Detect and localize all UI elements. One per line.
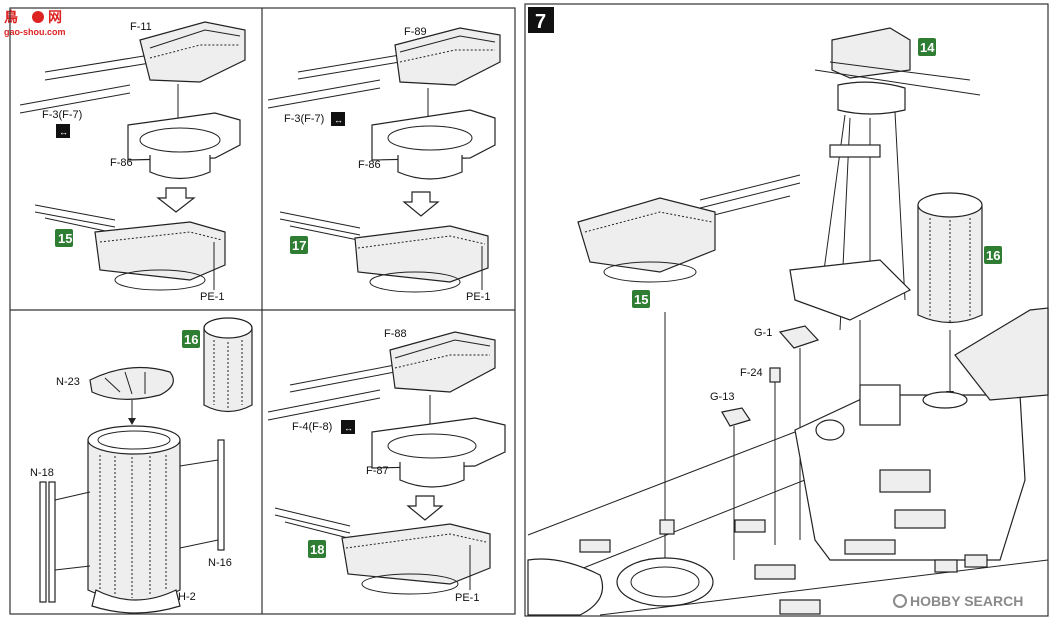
callout-16-a: 16 bbox=[184, 332, 198, 347]
label-h2: H-2 bbox=[178, 591, 196, 603]
step-number: 7 bbox=[535, 11, 546, 33]
svg-text:↔: ↔ bbox=[334, 115, 343, 125]
funnel-post-right: N-16 bbox=[179, 439, 232, 569]
svg-text:HOBBY SEARCH: HOBBY SEARCH bbox=[910, 593, 1023, 609]
callout-17: 17 bbox=[292, 238, 306, 253]
callout-15-b: 15 bbox=[634, 292, 648, 307]
svg-text:↔: ↔ bbox=[59, 127, 68, 137]
label-n23: N-23 bbox=[56, 376, 80, 388]
label-pe1-c: PE-1 bbox=[455, 592, 479, 604]
label-n18: N-18 bbox=[30, 467, 54, 479]
turret-c-upper: F-88 F-4(F-8) ↔ bbox=[267, 328, 496, 434]
panel-funnel: 16 N-23 H-2 bbox=[30, 317, 253, 614]
panel-step-7: 7 14 16 bbox=[527, 7, 1049, 616]
funnel-body: H-2 bbox=[87, 425, 196, 614]
svg-text:G-1: G-1 bbox=[754, 327, 772, 339]
callout-16-b: 16 bbox=[986, 248, 1000, 263]
label-f4: F-4(F-8) bbox=[292, 421, 332, 433]
label-f86-a: F-86 bbox=[110, 157, 133, 169]
funnel-post-left: N-18 bbox=[30, 467, 91, 603]
panel-turret-b: F-89 F-3(F-7) ↔ F-86 17 PE-1 bbox=[267, 26, 501, 303]
label-pe1-b: PE-1 bbox=[466, 291, 490, 303]
label-n16: N-16 bbox=[208, 557, 232, 569]
label-pe1-a: PE-1 bbox=[200, 291, 224, 303]
turret-b-assembled: 17 PE-1 bbox=[279, 211, 490, 303]
svg-text:gao-shou.com: gao-shou.com bbox=[4, 27, 66, 37]
turret-b-base: F-86 bbox=[358, 109, 496, 180]
label-f88: F-88 bbox=[384, 328, 407, 340]
svg-text:鳥: 鳥 bbox=[4, 9, 18, 25]
ship-hull bbox=[527, 307, 1049, 616]
label-f3-b: F-3(F-7) bbox=[284, 113, 324, 125]
turret-b-upper: F-89 F-3(F-7) ↔ bbox=[267, 26, 501, 126]
turret-a-base: F-86 bbox=[110, 112, 241, 180]
turret-a-assembled: 15 PE-1 bbox=[34, 204, 226, 303]
panel-turret-c: F-88 F-4(F-8) ↔ F-87 18 PE-1 bbox=[267, 328, 506, 604]
svg-text:G-13: G-13 bbox=[710, 391, 734, 403]
svg-text:↔: ↔ bbox=[344, 423, 353, 433]
turret-step7: 15 bbox=[577, 174, 801, 579]
callout-15-a: 15 bbox=[58, 231, 72, 246]
step-badge bbox=[528, 7, 554, 33]
label-f89: F-89 bbox=[404, 26, 427, 38]
label-f3-a: F-3(F-7) bbox=[42, 109, 82, 121]
turret-c-base: F-87 bbox=[366, 417, 506, 488]
funnel-cap: N-23 bbox=[56, 366, 174, 400]
shop-watermark: HOBBY SEARCH bbox=[893, 593, 1023, 609]
callout-14: 14 bbox=[920, 40, 935, 55]
turret-a-upper: F-11 F-3(F-7) ↔ bbox=[19, 21, 246, 138]
assembly-arrow bbox=[156, 187, 196, 213]
mast: 14 bbox=[789, 27, 981, 444]
turret-c-assembled: 18 PE-1 bbox=[274, 507, 491, 604]
callout-18: 18 bbox=[310, 542, 324, 557]
panel-turret-a: F-11 F-3(F-7) ↔ F-86 15 PE-1 bbox=[19, 21, 246, 303]
svg-text:网: 网 bbox=[48, 9, 62, 25]
site-watermark: 鳥 网 gao-shou.com bbox=[4, 9, 66, 37]
funnel-assembled-small: 16 bbox=[182, 317, 253, 413]
label-f11: F-11 bbox=[130, 21, 152, 33]
glue-icon bbox=[56, 124, 70, 138]
label-f87: F-87 bbox=[366, 465, 389, 477]
funnel-step7: 16 bbox=[917, 192, 1002, 399]
part-g13: G-13 bbox=[710, 391, 751, 560]
svg-text:F-24: F-24 bbox=[740, 367, 763, 379]
part-f24: F-24 bbox=[740, 367, 781, 545]
label-f86-b: F-86 bbox=[358, 159, 381, 171]
